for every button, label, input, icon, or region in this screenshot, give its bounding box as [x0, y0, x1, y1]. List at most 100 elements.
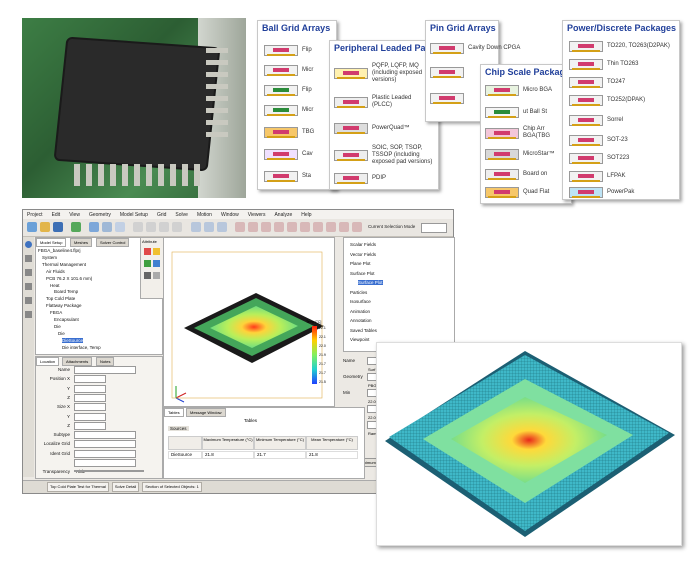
tree-item[interactable]: Top Cold Plate: [46, 296, 76, 302]
solve-icon[interactable]: [71, 222, 81, 232]
property-field[interactable]: No: [74, 440, 136, 455]
tree-item[interactable]: FBGA_baseline4.flprj: [38, 248, 81, 253]
transparency-slider[interactable]: [74, 470, 144, 472]
menu-item[interactable]: Grid: [156, 211, 167, 218]
postprocess-item[interactable]: Particles: [350, 289, 368, 295]
selection-mode-dropdown[interactable]: [421, 223, 447, 233]
view-icon[interactable]: [191, 222, 201, 232]
cube-icon[interactable]: [102, 222, 112, 232]
postprocess-item[interactable]: Animation: [350, 308, 371, 314]
tree-item[interactable]: PCB 76.2 X 101.6 mm): [46, 275, 93, 281]
tab-notes[interactable]: Notes: [96, 357, 115, 366]
status-tab[interactable]: Solve Detail: [111, 482, 140, 492]
tool-icon[interactable]: [25, 255, 32, 262]
tree-item[interactable]: Encapsulant: [54, 317, 79, 322]
menu-item[interactable]: Model Setup: [119, 211, 148, 218]
palette-icon[interactable]: [144, 248, 151, 255]
status-tab[interactable]: Top Cold Plate Test for Thermal: [47, 482, 109, 492]
select-icon[interactable]: [261, 222, 271, 232]
tab-tables[interactable]: Tables: [164, 408, 184, 417]
tab-model-setup[interactable]: Model Setup: [36, 238, 67, 247]
tree-item[interactable]: Flattway Package: [46, 303, 82, 309]
menu-item[interactable]: Solve: [175, 211, 188, 218]
tree-item[interactable]: DieSource: [62, 337, 84, 343]
select-icon[interactable]: [274, 222, 284, 232]
postprocess-item[interactable]: Plane Plot: [350, 261, 371, 266]
property-field[interactable]: 0.3: [74, 421, 106, 437]
select-icon[interactable]: [248, 222, 258, 232]
view-icon[interactable]: [204, 222, 214, 232]
menu-item[interactable]: Geometry: [88, 211, 111, 218]
tab-message-window[interactable]: Message Window: [186, 408, 226, 417]
select-icon[interactable]: [287, 222, 297, 232]
property-field[interactable]: No: [74, 449, 136, 465]
menu-item[interactable]: Edit: [51, 211, 61, 218]
tool-icon[interactable]: [25, 269, 32, 276]
palette-icon[interactable]: [153, 272, 160, 279]
palette-icon[interactable]: [153, 248, 160, 255]
tree-item[interactable]: FBGA: [50, 310, 63, 316]
select-icon[interactable]: [326, 222, 336, 232]
menu-item[interactable]: Motion: [196, 211, 212, 218]
new-icon[interactable]: [27, 222, 37, 232]
fit-icon[interactable]: [172, 222, 182, 232]
view-icon[interactable]: [217, 222, 227, 232]
tool-icon[interactable]: [25, 297, 32, 304]
postprocess-item[interactable]: Surface Plot: [358, 280, 383, 285]
postprocess-item[interactable]: Isosurface: [350, 299, 371, 304]
select-icon[interactable]: [235, 222, 245, 232]
tool-icon[interactable]: [25, 283, 32, 290]
tree-item[interactable]: Board Temp: [54, 289, 79, 295]
rotate-icon[interactable]: [146, 222, 156, 232]
select-icon[interactable]: [339, 222, 349, 232]
menu-item[interactable]: View: [69, 211, 80, 218]
tab-solver-control[interactable]: Solver Control: [96, 238, 130, 247]
palette-icon[interactable]: [153, 260, 160, 267]
tree-item[interactable]: Die: [54, 323, 61, 329]
postprocess-item[interactable]: Scalar Fields: [350, 242, 377, 247]
tree-item[interactable]: Die: [58, 330, 65, 336]
cube-icon[interactable]: [115, 222, 125, 232]
cube-icon[interactable]: [89, 222, 99, 232]
property-field[interactable]: 12: [74, 375, 106, 390]
tree-item[interactable]: Air Fluids: [46, 268, 65, 274]
tree-item[interactable]: Thermal Management: [42, 261, 87, 267]
postprocess-item[interactable]: Annotation: [350, 318, 372, 323]
status-tab[interactable]: Section of Selected Objects: 1: [142, 482, 202, 492]
select-icon[interactable]: [313, 222, 323, 232]
postprocess-item[interactable]: Viewpoint: [350, 337, 370, 342]
select-icon[interactable]: [352, 222, 362, 232]
save-icon[interactable]: [53, 222, 63, 232]
tab-attachments[interactable]: Attachments: [62, 357, 93, 366]
property-field[interactable]: 11: [74, 403, 106, 418]
info-icon[interactable]: [25, 241, 32, 248]
tool-icon[interactable]: [25, 311, 32, 318]
tree-item[interactable]: Heat: [50, 282, 60, 288]
property-field[interactable]: 25.4: [74, 384, 106, 400]
property-field[interactable]: No Edge Place: [74, 431, 136, 446]
palette-icon[interactable]: [144, 260, 151, 267]
postprocess-item[interactable]: Saved Tables: [350, 327, 377, 333]
tree-item[interactable]: System: [42, 254, 58, 260]
select-icon[interactable]: [300, 222, 310, 232]
zoom-icon[interactable]: [133, 222, 143, 232]
menu-item[interactable]: Window: [220, 211, 239, 218]
property-field[interactable]: Hide: [74, 459, 136, 474]
property-field[interactable]: DieSource: [74, 366, 136, 381]
tree-item[interactable]: Die interface, Temp: [62, 344, 101, 350]
menu-item[interactable]: Viewers: [247, 211, 266, 218]
palette-icon[interactable]: [144, 272, 151, 279]
postprocess-item[interactable]: Vector Fields: [350, 251, 377, 257]
open-icon[interactable]: [40, 222, 50, 232]
tab-meshes[interactable]: Meshes: [70, 238, 93, 247]
postprocess-item[interactable]: Surface Plot: [350, 270, 375, 276]
menu-item[interactable]: Project: [27, 211, 43, 218]
pan-icon[interactable]: [159, 222, 169, 232]
property-field[interactable]: 11: [74, 412, 106, 428]
menu-item[interactable]: Help: [301, 211, 312, 218]
menu-item[interactable]: Analyze: [274, 211, 293, 218]
property-field[interactable]: 10.737: [74, 393, 106, 409]
tab-location[interactable]: Location: [36, 357, 60, 366]
